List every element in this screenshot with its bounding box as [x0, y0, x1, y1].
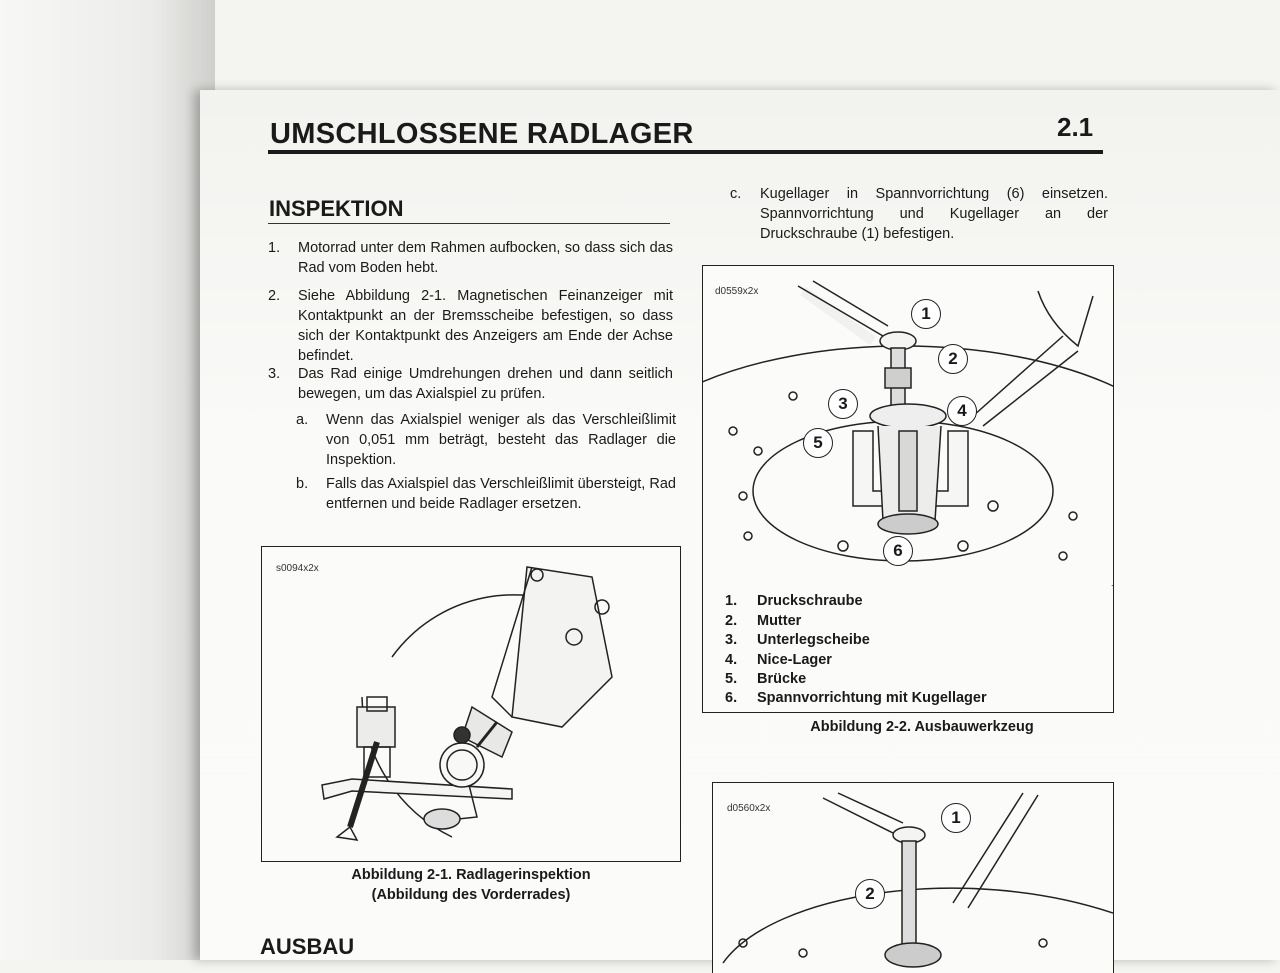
legend-number: 3.	[725, 632, 738, 648]
callout-1: 1	[911, 299, 941, 329]
callout-3: 3	[828, 389, 858, 419]
step-number: 2.	[268, 288, 281, 304]
substep-text: Wenn das Axialspiel weniger als das Vers…	[326, 412, 676, 468]
step-1: 1. Motorrad unter dem Rahmen aufbocken, …	[268, 238, 673, 282]
step-number: 1.	[268, 240, 281, 256]
figure-caption: Abbildung 2-1. Radlagerinspektion	[351, 867, 591, 883]
figure-caption: Abbildung 2-2. Ausbauwerkzeug	[810, 719, 1034, 735]
step-text: Siehe Abbildung 2-1. Magnetischen Feinan…	[298, 288, 673, 364]
legend-label: Unterlegscheibe	[757, 632, 870, 648]
legend-label: Mutter	[757, 613, 802, 629]
substep-letter: b.	[296, 476, 309, 492]
legend-label: Druckschraube	[757, 593, 863, 609]
substep-letter: a.	[296, 412, 309, 428]
section-heading-inspektion: INSPEKTION	[269, 196, 404, 221]
section-rule	[268, 223, 670, 224]
header-rule	[268, 150, 1103, 154]
step-2: 2. Siehe Abbildung 2-1. Magnetischen Fei…	[268, 286, 673, 370]
legend-number: 6.	[725, 690, 738, 706]
legend-label: Spannvorrichtung mit Kugellager	[757, 690, 987, 706]
step-3: 3. Das Rad einige Umdrehungen drehen und…	[268, 364, 673, 408]
substep-a: a. Wenn das Axialspiel weniger als das V…	[296, 410, 676, 474]
legend-number: 4.	[725, 652, 738, 668]
puller-tool-illustration-2	[722, 792, 1113, 968]
callout-4: 4	[947, 396, 977, 426]
substep-b: b. Falls das Axialspiel das Verschleißli…	[296, 474, 676, 518]
callout-5: 5	[803, 428, 833, 458]
substep-letter: c.	[730, 186, 742, 202]
left-page-edge	[0, 0, 215, 960]
substep-text: Kugellager in Spannvorrichtung (6) einse…	[760, 186, 1108, 242]
figure-id: d0560x2x	[727, 803, 771, 814]
step-number: 3.	[268, 366, 281, 382]
figure-ausbauwerkzeug: d0559x2x 1 2 3 4 5 6 1. Drucksc	[702, 265, 1114, 713]
callout-2: 2	[938, 344, 968, 374]
callout-6: 6	[883, 536, 913, 566]
legend-number: 2.	[725, 613, 738, 629]
figure-id: d0559x2x	[715, 286, 759, 297]
substep-text: Falls das Axialspiel das Verschleißlimit…	[326, 476, 676, 512]
callout-1: 1	[941, 803, 971, 833]
legend-label: Nice-Lager	[757, 652, 832, 668]
section-heading-ausbau: AUSBAU	[260, 934, 355, 959]
step-text: Motorrad unter dem Rahmen aufbocken, so …	[298, 240, 673, 276]
step-text: Das Rad einige Umdrehungen drehen und da…	[298, 366, 673, 402]
figure-radlagerinspektion: s0094x2x	[261, 546, 681, 862]
figure-id: s0094x2x	[276, 563, 319, 574]
callout-2: 2	[855, 879, 885, 909]
dial-indicator-illustration	[321, 566, 613, 841]
legend-label: Brücke	[757, 671, 807, 687]
legend-number: 1.	[725, 593, 738, 609]
page-title: UMSCHLOSSENE RADLAGER	[270, 118, 694, 150]
substep-c: c. Kugellager in Spannvorrichtung (6) ei…	[730, 184, 1108, 248]
legend-number: 5.	[725, 671, 738, 687]
figure-caption-note: (Abbildung des Vorderrades)	[371, 887, 571, 903]
puller-tool-illustration	[703, 280, 1113, 586]
figure-ausbau-partial: d0560x2x 1 2	[712, 782, 1114, 973]
section-number: 2.1	[1057, 112, 1094, 142]
